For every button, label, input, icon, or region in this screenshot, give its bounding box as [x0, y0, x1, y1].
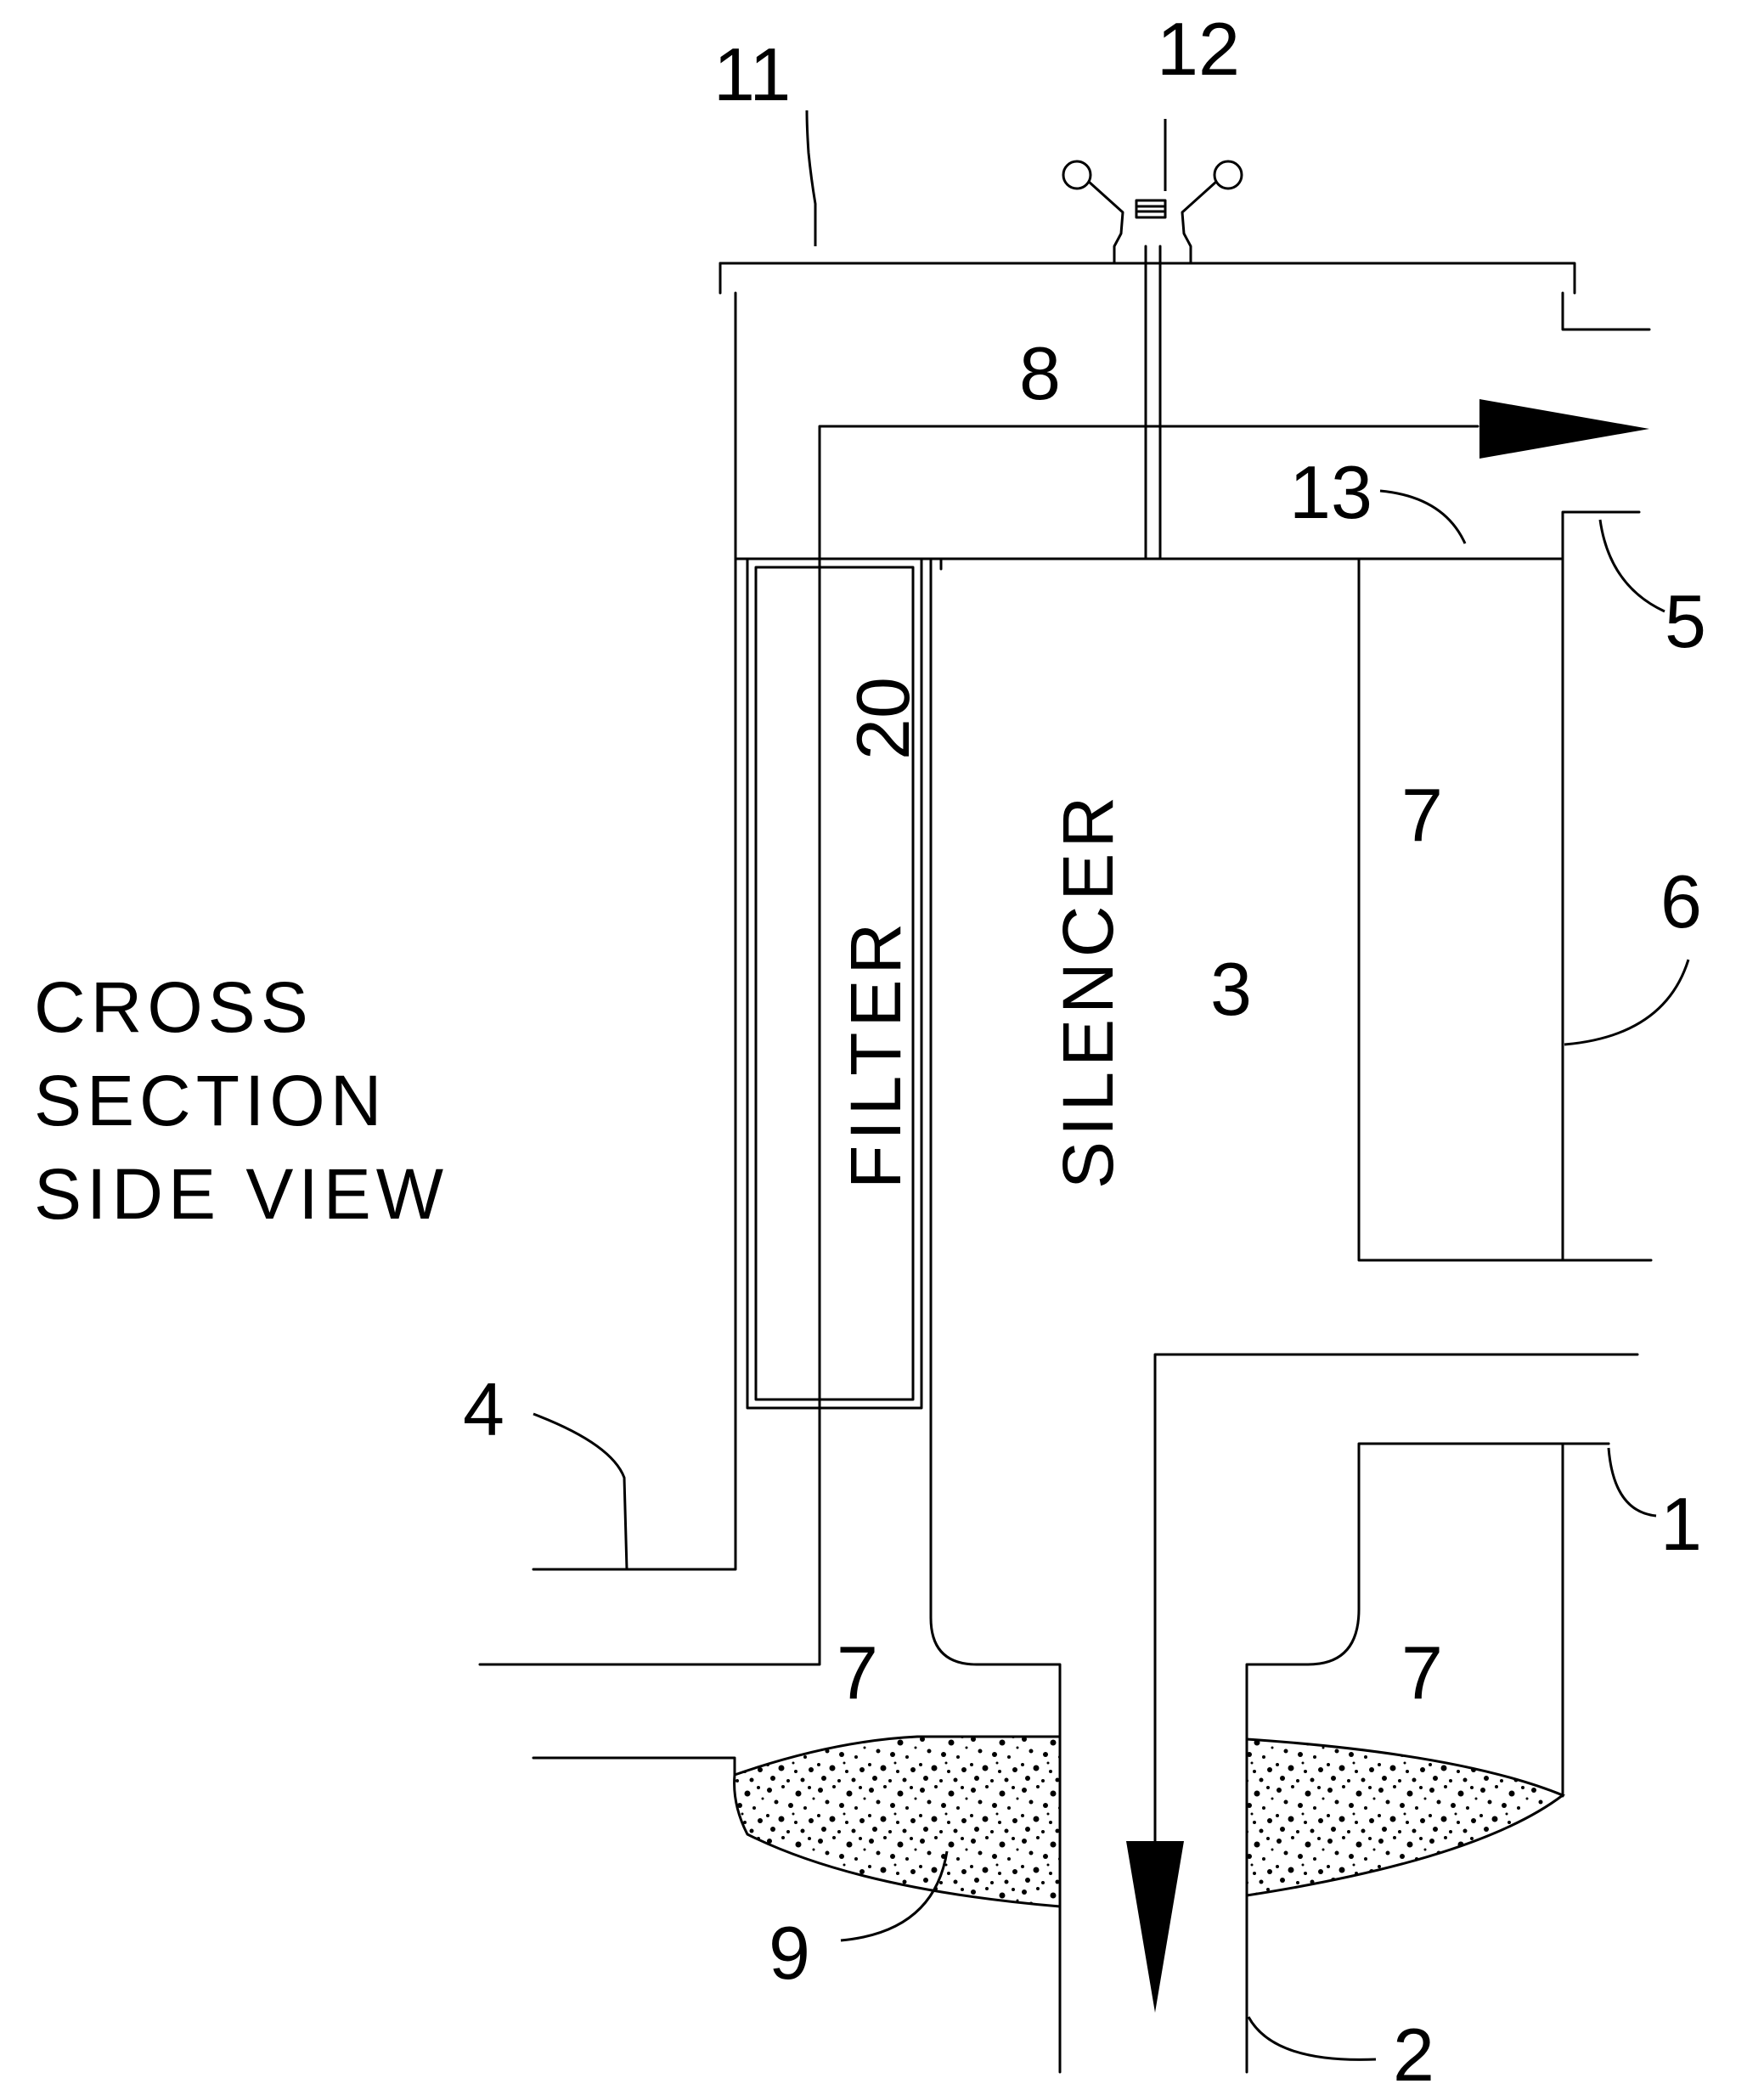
label-12: 12 [1157, 7, 1240, 91]
label-1: 1 [1660, 1482, 1702, 1566]
wing-nut [1063, 161, 1242, 263]
label-7-upper: 7 [1401, 773, 1443, 857]
label-8: 8 [1019, 331, 1061, 415]
label-5: 5 [1665, 579, 1706, 663]
exhaust-arrow [1479, 399, 1649, 459]
label-6: 6 [1660, 859, 1702, 943]
filter-label: FILTER [836, 918, 916, 1189]
inlet-arrow [1126, 1841, 1184, 2013]
label-9: 9 [769, 1911, 810, 1995]
label-7-left: 7 [837, 1630, 878, 1715]
label-11: 11 [713, 32, 791, 116]
title-line-1: CROSS [34, 967, 313, 1047]
center-rod [1146, 246, 1160, 559]
silencer-label: SILENCER [1048, 791, 1128, 1189]
label-2: 2 [1393, 2013, 1434, 2095]
outer-housing-left [533, 293, 735, 1569]
title-line-3: SIDE VIEW [34, 1154, 448, 1234]
label-7-right: 7 [1401, 1630, 1443, 1715]
label-4: 4 [463, 1367, 504, 1451]
silencer-top-plate [735, 512, 1639, 559]
diagram-title: CROSS SECTION SIDE VIEW [34, 967, 448, 1234]
label-3: 3 [1210, 947, 1252, 1031]
label-20: 20 [841, 677, 925, 760]
title-line-2: SECTION [34, 1061, 386, 1140]
label-13: 13 [1289, 450, 1372, 534]
lid-cover [720, 263, 1649, 329]
chamber-upper-right [1359, 559, 1651, 1260]
inlet-flow-path [1126, 1354, 1637, 2013]
lower-left-wall [533, 1758, 735, 1790]
